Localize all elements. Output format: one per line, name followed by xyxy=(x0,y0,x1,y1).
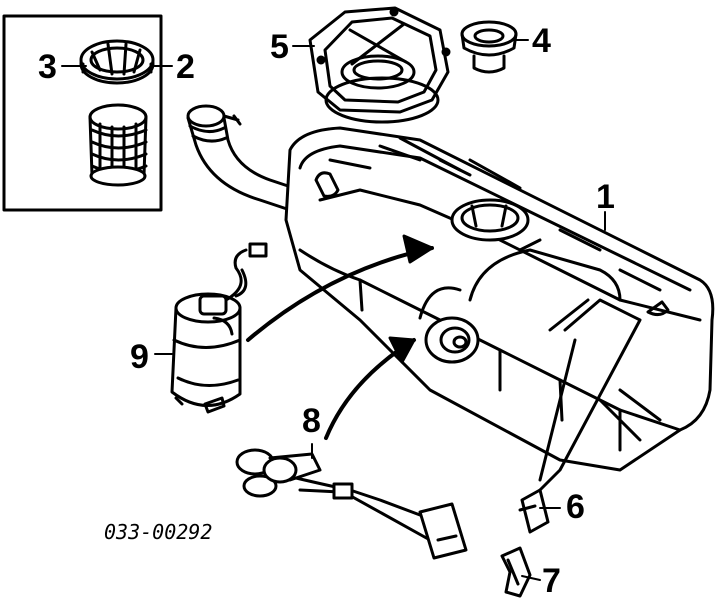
inset-box xyxy=(2,14,163,212)
fuel-sender-icon xyxy=(235,448,468,560)
clip-icon xyxy=(500,546,532,598)
callout-8: 8 xyxy=(302,402,321,440)
catalog-number: 033-00292 xyxy=(104,520,213,544)
strap-clip-icon xyxy=(518,488,550,534)
callout-4: 4 xyxy=(532,22,551,60)
callout-1: 1 xyxy=(596,178,615,216)
callout-9: 9 xyxy=(130,338,149,376)
callout-7: 7 xyxy=(542,562,561,600)
pump-strainer-icon xyxy=(88,103,148,187)
fuel-tank-icon xyxy=(284,126,715,502)
callout-6: 6 xyxy=(566,488,585,526)
filler-hose-icon xyxy=(186,104,302,214)
lock-ring-icon xyxy=(79,39,155,85)
arrow-pump-icon xyxy=(246,234,434,342)
callout-2: 2 xyxy=(176,48,195,86)
leader-lines xyxy=(61,39,606,581)
callout-5: 5 xyxy=(270,28,289,66)
arrow-sender-icon xyxy=(324,336,416,440)
callout-3: 3 xyxy=(38,48,57,86)
fuel-pump-icon xyxy=(170,242,268,414)
filler-cap-icon xyxy=(460,20,518,74)
filler-flange-icon xyxy=(308,6,451,124)
